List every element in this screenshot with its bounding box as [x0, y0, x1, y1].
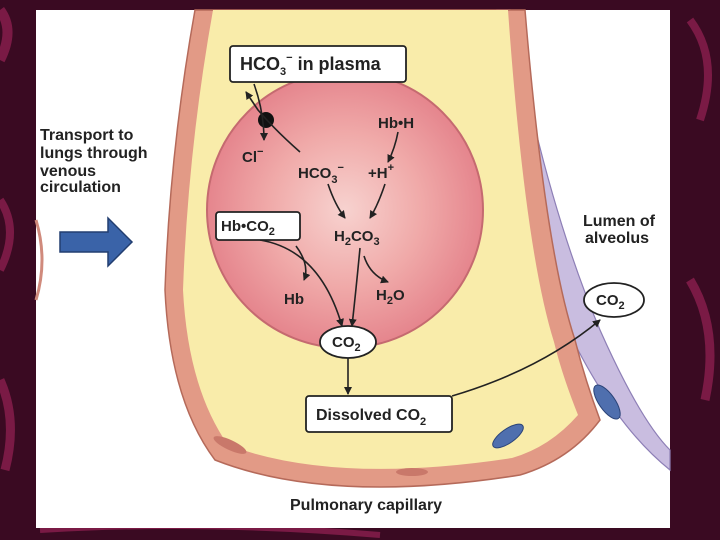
arrow-hbh-to-h	[387, 131, 399, 163]
arrow-chloride-in	[253, 83, 268, 141]
adjacent-vessel	[34, 219, 44, 301]
endothelial-nucleus	[396, 468, 428, 476]
hydrogen-ion-label: +H+	[368, 162, 394, 182]
alveolar-co2-oval	[583, 282, 645, 318]
hemoglobin-label: Hb	[284, 291, 304, 308]
endothelial-nucleus	[213, 436, 247, 454]
plasma-bicarbonate-label: HCO3− in plasma	[240, 52, 382, 78]
water-label: H2O	[376, 287, 405, 307]
flow-direction-arrow	[59, 216, 134, 268]
chloride-label: Cl−	[242, 146, 263, 166]
arrow-bicarbonate-to-carbonic	[327, 183, 346, 219]
cell-co2-oval	[319, 325, 377, 359]
pulmonary-capillary-caption: Pulmonary capillary	[290, 497, 442, 514]
arrow-bicarbonate-out	[245, 91, 301, 153]
background-swirl	[0, 7, 13, 63]
arrow-hbco2-to-hb	[295, 245, 311, 281]
dissolved-co2-label: Dissolved CO2	[316, 407, 426, 428]
carbaminohemoglobin-box	[215, 211, 301, 241]
alveolar-co2-label: CO2	[596, 292, 625, 312]
arrow-carbonic-to-water	[363, 255, 389, 284]
cell-co2-label: CO2	[332, 334, 361, 354]
red-blood-cell	[206, 71, 484, 349]
carbaminohemoglobin-label: Hb•CO2	[221, 218, 275, 238]
cell-bicarbonate-label: HCO3−	[298, 162, 344, 186]
protonated-hemoglobin-label: Hb•H	[378, 115, 414, 132]
alveolar-cell-nucleus	[593, 384, 621, 420]
dissolved-co2-box	[305, 395, 453, 433]
transport-caption: Transport to lungs through venous circul…	[40, 127, 152, 196]
background-swirl	[686, 277, 715, 401]
arrow-h-to-carbonic	[369, 183, 386, 219]
arrow-carbonic-to-co2	[348, 247, 361, 327]
arrow-hbco2-to-co2	[259, 239, 344, 327]
background-swirl	[686, 17, 712, 122]
alveolus-lumen-label: Lumen of alveolus	[583, 213, 659, 247]
background-swirl	[0, 197, 14, 272]
carbonic-acid-label: H2CO3	[334, 228, 380, 248]
alveolar-cell-nucleus	[492, 423, 524, 449]
arrow-dissolved-to-alveolus	[451, 319, 601, 397]
plasma-bicarbonate-box	[229, 45, 407, 83]
background-swirl	[0, 378, 15, 472]
